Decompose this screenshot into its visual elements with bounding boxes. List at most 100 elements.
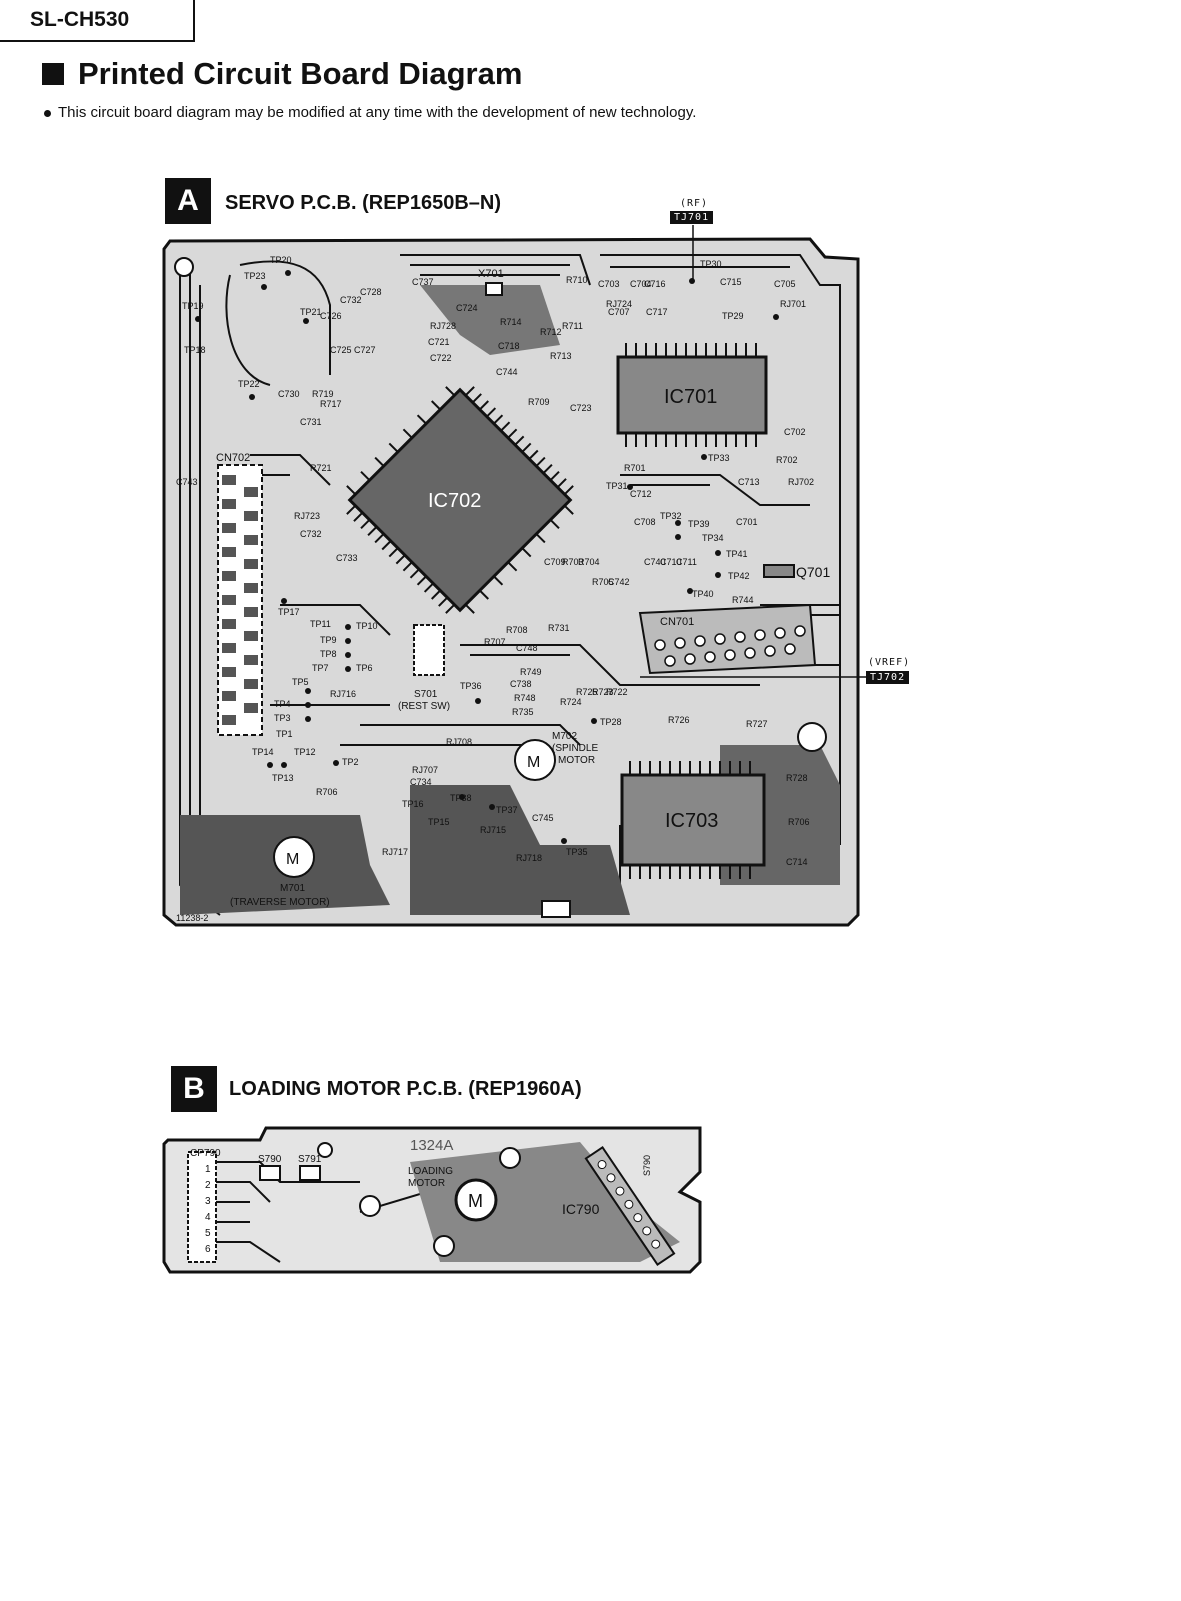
m701-label: M701 [280, 883, 305, 894]
modification-note: This circuit board diagram may be modifi… [44, 104, 696, 121]
component-label: R726 [668, 715, 690, 725]
servo-pcb-diagram: IC702 IC701 IC703 CN702 [162, 225, 866, 927]
component-label: C734 [410, 777, 432, 787]
component-label: C725 [330, 345, 352, 355]
pin-5: 5 [205, 1228, 211, 1239]
loading-hole-center [359, 1195, 381, 1217]
section-b-badge: B [171, 1066, 217, 1112]
component-label: C713 [738, 477, 760, 487]
testpoint-label: TP23 [244, 271, 266, 281]
m702-spindle-motor: M M702 (SPINDLE MOTOR [514, 731, 598, 781]
ic701-label: IC701 [664, 386, 717, 408]
testpoint-label: TP35 [566, 847, 588, 857]
component-label: R725 [576, 687, 598, 697]
testpoint-label: TP7 [312, 663, 329, 673]
testpoint-label: TP30 [700, 259, 722, 269]
component-label: R749 [520, 667, 542, 677]
testpoint-label: TP28 [600, 717, 622, 727]
component-label: C726 [320, 311, 342, 321]
cp790-label: CP790 [190, 1148, 221, 1159]
testpoint-label: TP34 [702, 533, 724, 543]
testpoint-label: TP11 [310, 619, 331, 629]
m701-desc: (TRAVERSE MOTOR) [230, 897, 330, 908]
testpoint-label: TP42 [728, 571, 750, 581]
component-label: C711 [676, 557, 697, 567]
m702-desc-2: MOTOR [558, 755, 595, 766]
testpoint-label: TP37 [496, 805, 518, 815]
component-label: R744 [732, 595, 754, 605]
mounting-hole-right [797, 722, 827, 752]
component-label: RJ707 [412, 765, 438, 775]
component-label: C723 [570, 403, 592, 413]
component-label: R713 [550, 351, 572, 361]
testpoint-label: TP6 [356, 663, 373, 673]
component-label: C743 [176, 477, 198, 487]
m702-label: M702 [552, 731, 577, 742]
testpoint-label: TP15 [428, 817, 450, 827]
component-label: R727 [746, 719, 768, 729]
tj702-box: TJ702 [866, 671, 910, 684]
ic790-label: IC790 [562, 1201, 600, 1217]
component-label: C738 [510, 679, 532, 689]
testpoint-label: TP10 [356, 621, 378, 631]
tj701-box: TJ701 [670, 211, 714, 224]
ic702-label: IC702 [428, 490, 481, 512]
testpoint-label: TP18 [184, 345, 206, 355]
component-label: C728 [360, 287, 382, 297]
testpoint-label: TP41 [726, 549, 748, 559]
loading-board-code: 1324A [410, 1137, 453, 1154]
cn702-label: CN702 [216, 452, 250, 464]
ic703: IC703 [620, 761, 766, 879]
testpoint-label: TP5 [292, 677, 309, 687]
testpoint-label: TP31 [606, 481, 628, 491]
bullet-icon [44, 109, 51, 117]
s790-switch: S790 [258, 1154, 282, 1181]
loading-motor-label-1: LOADING [408, 1166, 453, 1177]
testpoint-label: TP12 [294, 747, 316, 757]
m701-traverse-motor: M M701 (TRAVERSE MOTOR) [230, 836, 330, 908]
note-text: This circuit board diagram may be modifi… [58, 104, 697, 121]
s791-switch: S791 [298, 1154, 322, 1181]
component-label: C737 [412, 277, 434, 287]
loading-motor-label-2: MOTOR [408, 1178, 445, 1189]
component-label: C740 [644, 557, 666, 567]
cp790-connector: CP790 1 2 3 4 5 6 [187, 1148, 221, 1263]
component-label: R712 [540, 327, 562, 337]
component-label: C714 [786, 857, 808, 867]
component-label: R706 [788, 817, 810, 827]
component-label: C745 [532, 813, 554, 823]
testpoint-label: TP38 [450, 793, 472, 803]
component-label: R709 [528, 397, 550, 407]
testpoint-label: TP40 [692, 589, 714, 599]
s790-label: S790 [258, 1154, 282, 1165]
testpoint-label: TP32 [660, 511, 682, 521]
pin-4: 4 [205, 1212, 211, 1223]
component-label: C709 [544, 557, 566, 567]
servo-board-code: 11238-2 [176, 913, 208, 923]
pin-1: 1 [205, 1164, 211, 1175]
loading-motor: M LOADING MOTOR [408, 1147, 521, 1257]
component-label: C707 [608, 307, 630, 317]
r790-label: S790 [642, 1155, 652, 1176]
testpoint-label: TP17 [278, 607, 300, 617]
tj702-label: (VREF) [868, 657, 911, 668]
testpoint-label: TP2 [342, 757, 359, 767]
component-label: C742 [608, 577, 630, 587]
component-label: RJ718 [516, 853, 542, 863]
ic702 [346, 386, 574, 614]
component-label: C703 [598, 279, 620, 289]
component-label: RJ701 [780, 299, 806, 309]
component-label: R714 [500, 317, 522, 327]
component-label: R705 [592, 577, 614, 587]
testpoint-label: TP9 [320, 635, 337, 645]
component-label: R722 [606, 687, 628, 697]
component-label: C724 [456, 303, 478, 313]
component-label: C730 [278, 389, 300, 399]
component-label: C732 [300, 529, 322, 539]
component-label: C718 [498, 341, 520, 351]
testpoint-label: TP16 [402, 799, 424, 809]
testpoint-label: TP3 [274, 713, 291, 723]
page-title: Printed Circuit Board Diagram [42, 56, 522, 92]
component-label: R701 [624, 463, 646, 473]
